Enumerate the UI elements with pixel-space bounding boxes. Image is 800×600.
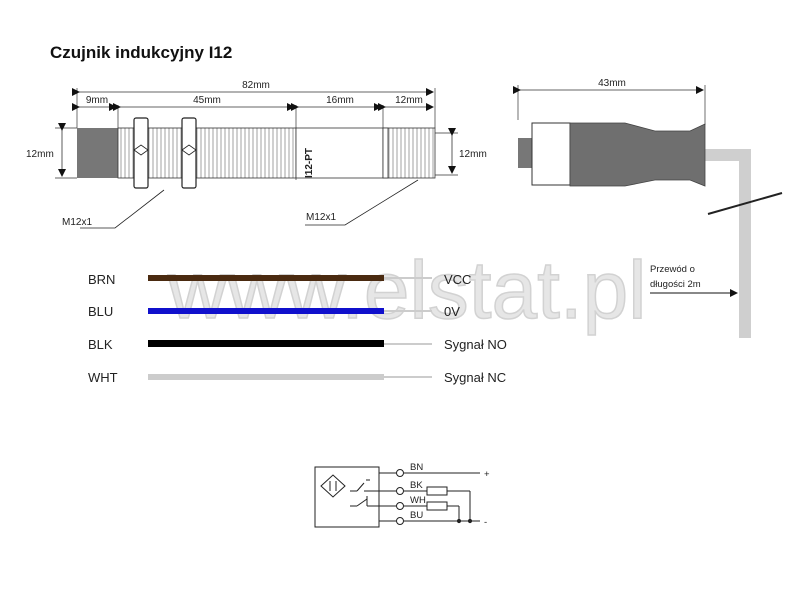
terminal-circle <box>396 517 404 525</box>
thread-label-left: M12x1 <box>62 217 92 228</box>
switch-nc-icon <box>350 496 379 507</box>
terminal-label: BK <box>410 480 423 491</box>
load-resistor <box>426 486 448 496</box>
terminal-label: BU <box>410 510 423 521</box>
wire-line-brown <box>148 275 384 281</box>
sensing-face <box>77 128 118 178</box>
dim-45mm: 45mm <box>193 95 221 106</box>
terminal-label: WH <box>410 495 426 506</box>
wire-legend: BRN VCC BLU 0V BLK Sygnał NO WHT Sygnał … <box>88 272 507 385</box>
dim-16mm: 16mm <box>326 95 354 106</box>
wire-row: BLU 0V <box>88 304 460 319</box>
supply-plus: + <box>484 469 490 480</box>
dim-9mm: 9mm <box>86 95 108 106</box>
model-label: I12-PT <box>304 148 315 178</box>
cable <box>705 149 751 338</box>
terminal-circle <box>396 502 404 510</box>
wire-row: BRN VCC <box>88 272 471 287</box>
wire-code: BLU <box>88 304 113 319</box>
cable-note-line2: długości 2m <box>650 279 701 290</box>
sensor-body: 82mm 9mm 45mm 16mm 12mm 12mm 12mm I12-PT <box>26 80 487 229</box>
wire-line-blue <box>148 308 384 314</box>
dim-height-left: 12mm <box>26 149 54 160</box>
supply-minus: - <box>484 517 487 528</box>
wire-code: BLK <box>88 337 113 352</box>
watermark: www.elstat.pl <box>167 245 647 336</box>
cable-break-mark <box>707 192 783 215</box>
thread-leader-line <box>80 189 165 229</box>
terminal-circle <box>396 487 404 495</box>
sensor-symbol-icon <box>320 474 346 498</box>
thread-label-right: M12x1 <box>306 212 336 223</box>
wire-row: WHT Sygnał NC <box>88 370 506 385</box>
dim-total: 82mm <box>242 80 270 91</box>
wire-code: WHT <box>88 370 118 385</box>
wire-line-white <box>148 374 384 380</box>
wire-signal: 0V <box>444 304 460 319</box>
plain-body <box>295 127 384 179</box>
page-title: Czujnik indukcyjny I12 <box>50 43 232 62</box>
terminal-label: BN <box>410 462 423 473</box>
wiring-schematic <box>314 466 480 528</box>
dim-12mm: 12mm <box>395 95 423 106</box>
thread-leader-line <box>305 179 419 226</box>
wire-line-black <box>148 340 384 347</box>
load-resistor <box>426 501 448 511</box>
nut <box>133 117 149 189</box>
terminal-circle <box>396 469 404 477</box>
wire-signal: VCC <box>444 272 471 287</box>
connector-thread <box>382 127 436 179</box>
nut <box>181 117 197 189</box>
wire-row: BLK Sygnał NO <box>88 337 507 352</box>
dim-connector: 43mm <box>598 78 626 89</box>
wire-signal: Sygnał NO <box>444 337 507 352</box>
cable-note-line1: Przewód o <box>650 264 695 275</box>
dim-height-right: 12mm <box>459 149 487 160</box>
connector-plug: 43mm <box>513 78 783 338</box>
sensor-box <box>314 466 380 528</box>
wire-code: BRN <box>88 272 115 287</box>
switch-no-icon <box>350 479 379 492</box>
wire-signal: Sygnał NC <box>444 370 506 385</box>
